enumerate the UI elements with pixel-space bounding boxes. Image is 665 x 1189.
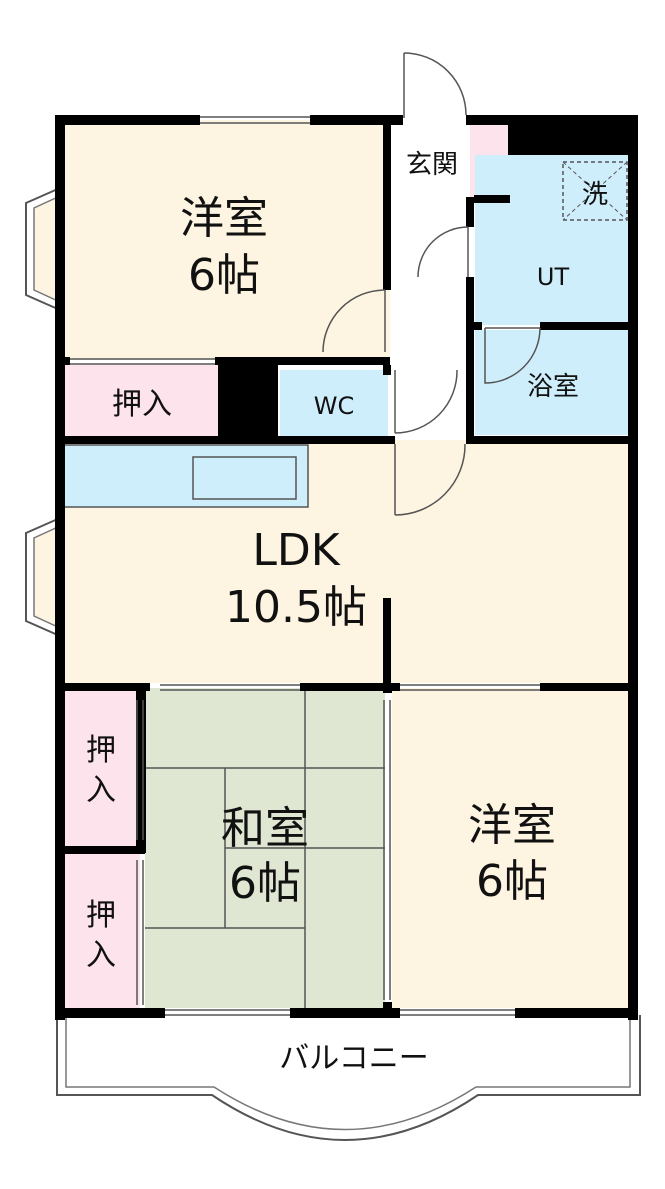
laundry-label: 洗	[582, 180, 608, 210]
entrance-hall	[390, 120, 470, 440]
tatami-lines	[145, 688, 385, 1008]
western-room-bottom-name: 洋室	[468, 800, 556, 851]
closet-top	[64, 365, 218, 437]
closet-left-1-label: 入	[86, 773, 116, 808]
western-room-top-name: 洋室	[180, 193, 268, 244]
ldk-size: 10.5帖	[225, 582, 367, 633]
bay-window-ldk-inner	[33, 525, 61, 629]
bathroom-label: 浴室	[527, 372, 579, 402]
entrance-label: 玄関	[406, 150, 458, 180]
closet-left-2-label: 押	[86, 898, 116, 933]
western-room-bottom	[392, 688, 632, 1008]
wc-room	[280, 370, 388, 438]
japanese-room-name: 和室	[221, 803, 309, 854]
walls	[55, 115, 638, 1020]
closet-left-1	[64, 688, 140, 846]
balcony-outline	[56, 1015, 641, 1141]
kitchen-sink	[192, 456, 297, 500]
western-room-bottom-size: 6帖	[476, 856, 548, 907]
bay-window-top-inner	[33, 195, 61, 303]
balcony-label: バルコニー	[279, 1041, 428, 1076]
closet-left-1-label: 押	[86, 733, 116, 768]
sliding-doors	[70, 358, 391, 1005]
laundry-drain-line	[562, 161, 628, 221]
utility-label: UT	[537, 263, 570, 291]
bathroom	[475, 330, 631, 435]
closet-left-2-label: 入	[86, 938, 116, 973]
western-room-top-size: 6帖	[188, 250, 260, 301]
western-room-top	[60, 120, 390, 360]
wc-label: WC	[314, 392, 355, 420]
closet-left-2	[64, 852, 140, 1008]
ldk-name: LDK	[252, 525, 340, 576]
windows	[160, 116, 540, 1016]
balcony-inner-rail	[65, 1015, 631, 1131]
japanese-room-size: 6帖	[229, 858, 301, 909]
swing-doors	[322, 52, 541, 516]
closet-top-label: 押入	[112, 387, 172, 422]
